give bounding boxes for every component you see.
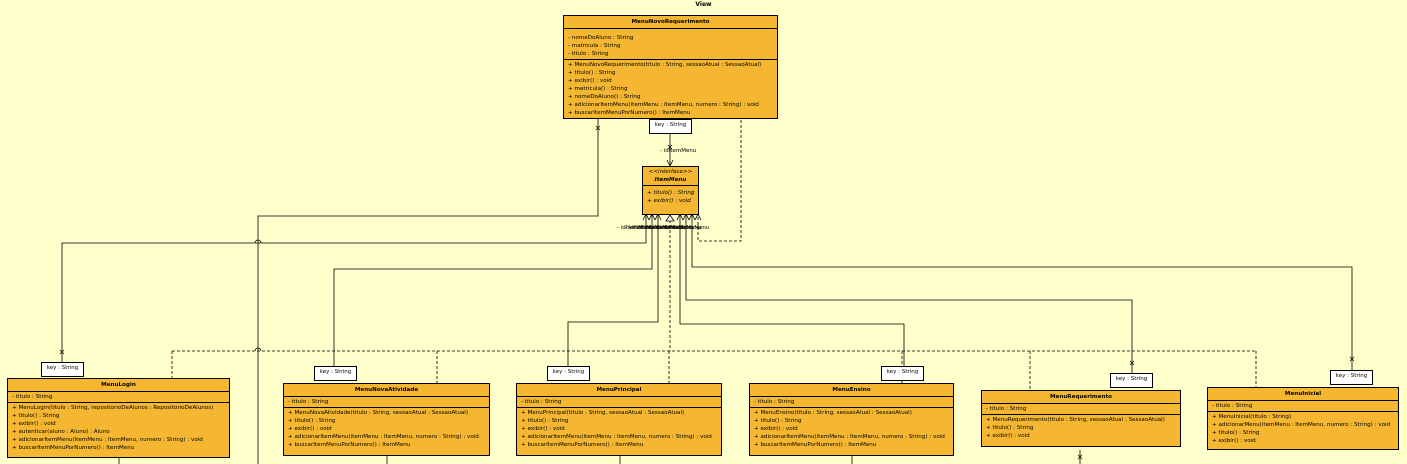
operation: + MenuEnsino(titulo : String, sessaoAtua… bbox=[754, 410, 912, 416]
realization-triangle bbox=[665, 214, 675, 222]
operation: + exibir() : void bbox=[647, 198, 691, 204]
qualifier-key: key : String bbox=[881, 366, 924, 381]
class-name: MenuRequerimento bbox=[982, 391, 1180, 404]
operation: + buscarItemMenuPorNumero() : ItemMenu bbox=[288, 442, 411, 448]
operation: + titulo() : String bbox=[986, 425, 1034, 431]
assoc-novoreq-login-wire bbox=[257, 118, 599, 464]
class-box-menurequerimento[interactable]: MenuRequerimento - titulo : String + Men… bbox=[981, 390, 1181, 447]
x-marker bbox=[1129, 360, 1135, 366]
interface-name: ItemMenu bbox=[654, 177, 687, 183]
role-label-stack: - idItemMenu bbox=[625, 225, 662, 231]
role-label-stack: - idItemMenu bbox=[617, 225, 654, 231]
line-hop bbox=[254, 239, 262, 244]
class-box-menuprincipal[interactable]: MenuPrincipal - titulo : String + MenuPr… bbox=[516, 383, 722, 456]
class-box-menulogin[interactable]: MenuLogin - titulo : String + MenuLogin(… bbox=[7, 378, 230, 458]
operation: + adicionarItemMenu(itemMenu : ItemMenu,… bbox=[754, 434, 945, 440]
attribute: - matricula : String bbox=[568, 43, 621, 49]
operation: + titulo() : String bbox=[288, 418, 336, 424]
attribute: - titulo : String bbox=[754, 399, 795, 405]
role-label-stack: - idItemMenu bbox=[657, 225, 694, 231]
operation: + MenuNovaAtividade(titulo : String, ses… bbox=[288, 410, 469, 416]
qualifier-key: key : String bbox=[41, 362, 84, 377]
operation: + titulo() : String bbox=[12, 413, 60, 419]
attribute: - titulo : String bbox=[986, 406, 1027, 412]
operation: + MenuNovoRequerimento(titulo : String, … bbox=[568, 62, 762, 68]
class-name: MenuNovaAtividade bbox=[284, 384, 489, 397]
assoc-ensino-itemmenu bbox=[679, 215, 905, 366]
role-label-stack: - idItemMenu bbox=[641, 225, 678, 231]
class-name: MenuPrincipal bbox=[517, 384, 721, 397]
class-name: MenuNovoRequerimento bbox=[564, 16, 777, 29]
operation: + adicionarItemMenu(itemMenu : ItemMenu,… bbox=[12, 437, 203, 443]
class-name: MenuInicial bbox=[1208, 388, 1398, 401]
operation: + exibir() : void bbox=[986, 433, 1030, 439]
role-label-stack: - idItemMenu bbox=[633, 225, 670, 231]
role-label-stack: - idItemMenu bbox=[665, 225, 702, 231]
assoc-novaativ-itemmenu bbox=[333, 215, 653, 366]
operation: + autenticar(aluno : Aluno) : Aluno bbox=[12, 429, 110, 435]
qualifier-key: key : String bbox=[1330, 370, 1373, 385]
attribute: - titulo : String bbox=[568, 51, 609, 57]
operation: + titulo() : String bbox=[1212, 430, 1260, 436]
x-marker bbox=[667, 144, 673, 150]
operation: + exibir() : void bbox=[1212, 438, 1256, 444]
operation: + adicionarItemMenu(itemMenu : ItemMenu,… bbox=[288, 434, 479, 440]
class-box-menunovaatividade[interactable]: MenuNovaAtividade - titulo : String + Me… bbox=[283, 383, 490, 456]
class-box-itemmenu[interactable]: <<interface>> ItemMenu + titulo() : Stri… bbox=[642, 166, 699, 215]
class-name: MenuLogin bbox=[8, 379, 229, 392]
operation: + exibir() : void bbox=[521, 426, 565, 432]
operation: + MenuRequerimento(titulo : String, sess… bbox=[986, 417, 1165, 423]
qualifier-key: key : String bbox=[314, 366, 357, 381]
operation: + exibir() : void bbox=[754, 426, 798, 432]
class-box-menuinicial[interactable]: MenuInicial - titulo : String + MenuInic… bbox=[1207, 387, 1399, 450]
x-marker bbox=[595, 125, 601, 131]
diagram-title: View bbox=[695, 1, 712, 8]
operation: + exibir() : void bbox=[288, 426, 332, 432]
assoc-login-itemmenu bbox=[61, 215, 647, 362]
qualifier-key: key : String bbox=[1110, 373, 1153, 388]
operation: + buscarItemMenuPorNumero() : ItemMenu bbox=[12, 445, 135, 451]
operation: + buscarItemMenuPorNumero() : ItemMenu bbox=[754, 442, 877, 448]
attribute: - nomeDoAluno : String bbox=[568, 35, 634, 41]
x-marker bbox=[1349, 356, 1355, 362]
operation: + buscarItemMenuPorNumero() : ItemMenu bbox=[521, 442, 644, 448]
operation: + adicionarItemMenu(itemMenu : ItemMenu,… bbox=[568, 102, 759, 108]
interface-stereotype: <<interface>> bbox=[648, 169, 693, 175]
class-box-menunovorequerimento[interactable]: MenuNovoRequerimento - nomeDoAluno : Str… bbox=[563, 15, 778, 119]
operation: + adicionarMenu(itemMenu : ItemMenu, num… bbox=[1212, 422, 1391, 428]
attribute: - titulo : String bbox=[288, 399, 329, 405]
operation: + matricula() : String bbox=[568, 86, 628, 92]
attribute: - titulo : String bbox=[521, 399, 562, 405]
role-label-stack: - idItemMenu bbox=[649, 225, 686, 231]
qualifier-key: key : String bbox=[649, 119, 692, 134]
x-marker bbox=[59, 349, 65, 355]
role-label: - idItemMenu bbox=[660, 148, 697, 154]
line-hop bbox=[254, 347, 262, 352]
class-box-menuensino[interactable]: MenuEnsino - titulo : String + MenuEnsin… bbox=[749, 383, 954, 456]
class-name: MenuEnsino bbox=[750, 384, 953, 397]
qualifier-key: key : String bbox=[547, 366, 590, 381]
operation: + MenuInicial(titulo : String) bbox=[1212, 414, 1292, 420]
operation: + titulo() : String bbox=[754, 418, 802, 424]
role-label-stack: - idItemMenu bbox=[673, 225, 710, 231]
operation: + MenuPrincipal(titulo : String, sessaoA… bbox=[521, 410, 685, 416]
assoc-inicial-itemmenu bbox=[691, 215, 1353, 370]
operation: + buscarItemMenuPorNumero() : ItemMenu bbox=[568, 110, 691, 116]
x-marker bbox=[1077, 454, 1083, 460]
operation: + exibir() : void bbox=[568, 78, 612, 84]
operation: + MenuLogin(titulo : String, repositorio… bbox=[12, 405, 214, 411]
assoc-principal-itemmenu bbox=[567, 215, 659, 366]
attribute: - titulo : String bbox=[12, 394, 53, 400]
operation: + titulo() : String bbox=[521, 418, 569, 424]
assoc-requerimento-itemmenu bbox=[685, 215, 1133, 373]
operation: + exibir() : void bbox=[12, 421, 56, 427]
operation: + adicionarItemMenu(itemMenu : ItemMenu,… bbox=[521, 434, 712, 440]
operation: + titulo() : String bbox=[568, 70, 616, 76]
realization-novoreq bbox=[697, 120, 742, 242]
attribute: - titulo : String bbox=[1212, 403, 1253, 409]
operation: + titulo() : String bbox=[647, 190, 695, 196]
operation: + nomeDoAluno() : String bbox=[568, 94, 641, 100]
